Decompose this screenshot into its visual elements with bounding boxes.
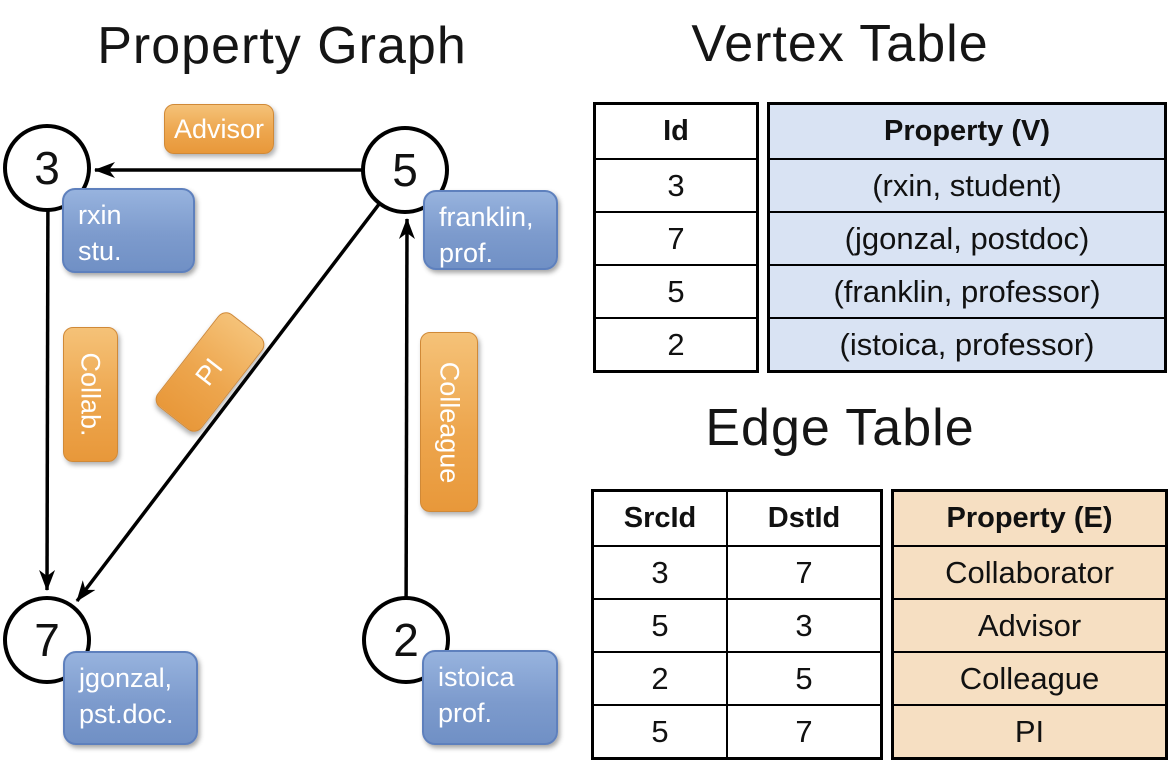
table-cell: 5: [795, 660, 813, 696]
vertex-prop-7-line1: jgonzal,: [79, 663, 173, 693]
edge-line-colleague-2-to-5: [398, 218, 415, 641]
table-cell: 5: [594, 600, 728, 651]
edge-table: SrcId DstId 3 7 5 3 2 5 5 7 Property (E)…: [591, 489, 1168, 760]
vertex-prop-box-5: franklin, prof.: [423, 190, 558, 270]
table-cell: 7: [596, 211, 756, 264]
graph-edges-svg: [39, 162, 415, 641]
table-cell: (rxin, student): [770, 158, 1164, 211]
table-cell: 2: [594, 653, 728, 704]
vertex-prop-box-7: jgonzal, pst.doc.: [63, 651, 198, 745]
table-cell: Advisor: [894, 598, 1165, 651]
table-cell: 5: [596, 264, 756, 317]
table-cell: (franklin, professor): [770, 264, 1164, 317]
edge-label-collab: Collab.: [63, 327, 118, 462]
table-cell: (istoica, professor): [770, 317, 1164, 370]
graph-title: Property Graph: [97, 17, 467, 75]
vertex-table: Id 3 7 5 2 Property (V) (rxin, student) …: [593, 102, 1167, 373]
vertex-table-id-header: Id: [663, 115, 689, 147]
vertex-prop-2-line1: istoica: [438, 662, 515, 692]
table-cell: 3: [596, 158, 756, 211]
vertex-prop-5-line2: prof.: [439, 237, 494, 268]
edge-table-srcid-header: SrcId: [594, 492, 728, 545]
edge-table-id-columns: SrcId DstId 3 7 5 3 2 5 5 7: [591, 489, 883, 760]
table-cell: 7: [795, 713, 813, 749]
edge-label-colleague: Colleague: [420, 332, 478, 512]
vertex-table-property-header: Property (V): [884, 115, 1050, 147]
vertex-prop-5-line1: franklin,: [439, 202, 534, 232]
edge-label-pi-text: PI: [189, 352, 230, 391]
table-cell: (jgonzal, postdoc): [770, 211, 1164, 264]
table-cell: PI: [894, 704, 1165, 757]
edge-table-property-header: Property (E): [946, 502, 1113, 534]
vertex-table-title: Vertex Table: [691, 15, 989, 73]
vertex-prop-3-line2: stu.: [78, 235, 122, 266]
edge-line-pi-5-to-7: [75, 168, 407, 603]
edge-label-colleague-text: Colleague: [434, 361, 465, 483]
table-cell: 2: [596, 317, 756, 370]
vertex-prop-box-3: rxin stu.: [62, 188, 195, 273]
edge-label-advisor-text: Advisor: [173, 113, 265, 144]
edge-label-advisor: Advisor: [164, 104, 274, 154]
table-cell: 5: [594, 706, 728, 757]
vertex-table-property-column: Property (V) (rxin, student) (jgonzal, p…: [767, 102, 1167, 373]
edge-label-collab-text: Collab.: [76, 352, 107, 437]
table-cell: Colleague: [894, 651, 1165, 704]
vertex-circle-5: 5: [361, 126, 449, 214]
edge-line-collaborator-3-to-7: [39, 167, 56, 591]
edge-table-title: Edge Table: [705, 399, 975, 457]
vertex-prop-2-line2: prof.: [438, 697, 493, 728]
vertex-prop-7-line2: pst.doc.: [79, 698, 174, 729]
vertex-prop-box-2: istoica prof.: [422, 650, 558, 745]
table-cell: 3: [795, 607, 813, 643]
table-cell: 3: [594, 547, 728, 598]
table-cell: Collaborator: [894, 545, 1165, 598]
vertex-prop-3-line1: rxin: [78, 200, 122, 230]
edge-table-property-column: Property (E) Collaborator Advisor Collea…: [891, 489, 1168, 760]
edge-table-dstid-header: DstId: [767, 502, 841, 534]
vertex-table-id-column: Id 3 7 5 2: [593, 102, 759, 373]
table-cell: 7: [795, 554, 813, 590]
vertex-circle-2: 2: [362, 596, 450, 684]
